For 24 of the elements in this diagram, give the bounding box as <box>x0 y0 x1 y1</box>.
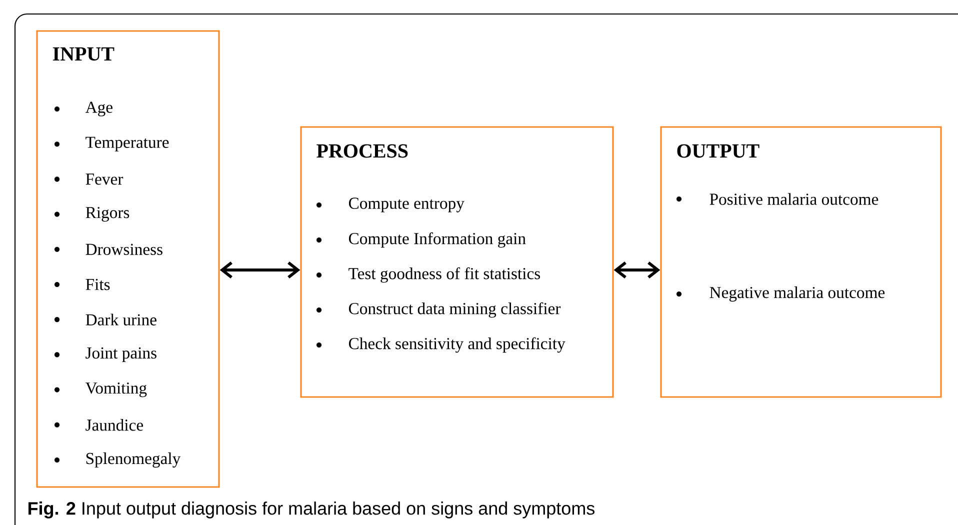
list-item: Fits <box>54 278 110 290</box>
list-item: Drowsiness <box>54 244 162 255</box>
list-item: Negative malaria outcome <box>676 286 885 302</box>
list-item: Compute entropy <box>316 198 464 212</box>
list-item: Temperature <box>54 136 169 152</box>
list-item: Test goodness of fit statistics <box>316 267 540 283</box>
box-heading: PROCESS <box>316 144 408 158</box>
list-item: Jaundice <box>54 419 143 431</box>
list-item: Splenomegaly <box>54 452 181 468</box>
figure-caption: Fig. 2 Input output diagnosis for malaria based on signs and symptoms <box>28 502 594 518</box>
list-item: Check sensitivity and specificity <box>316 337 566 353</box>
list-item: Fever <box>54 174 124 185</box>
double-arrow <box>220 262 300 278</box>
box-heading: OUTPUT <box>677 144 760 158</box>
list-item: Age <box>54 102 112 116</box>
list-item: Dark urine <box>54 314 156 326</box>
double-arrow <box>614 262 660 278</box>
list-item: Construct data mining classifier <box>316 302 561 318</box>
list-item: Vomiting <box>54 382 147 398</box>
list-item: Compute Information gain <box>316 232 526 248</box>
list-item: Positive malaria outcome <box>676 193 878 205</box>
list-item: Joint pains <box>54 347 156 362</box>
list-item: Rigors <box>54 206 130 222</box>
box-heading: INPUT <box>52 47 114 61</box>
